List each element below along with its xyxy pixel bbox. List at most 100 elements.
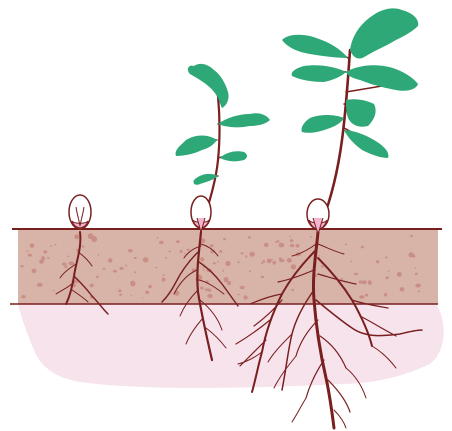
soil-speck: [310, 236, 312, 238]
leaf-icon: [282, 35, 348, 58]
soil-speck: [291, 264, 297, 269]
soil-speck: [28, 254, 32, 257]
soil-speck: [386, 276, 389, 279]
soil-speck: [318, 255, 320, 256]
stage-3-leaves: [282, 8, 418, 158]
soil-speck: [32, 269, 37, 273]
soil-speck: [207, 294, 212, 298]
soil-speck: [186, 249, 189, 251]
soil-speck: [222, 270, 224, 272]
soil-speck: [21, 295, 25, 298]
leaf-icon: [344, 130, 388, 158]
soil-speck: [90, 284, 94, 288]
soil-speck: [415, 273, 418, 275]
soil-speck: [54, 244, 56, 246]
soil-speck: [279, 259, 284, 262]
soil-speck: [213, 262, 216, 264]
soil-speck: [200, 257, 204, 261]
soil-speck: [125, 265, 127, 267]
soil-speck: [26, 250, 28, 252]
soil-speck: [118, 290, 122, 293]
soil-speck: [410, 235, 413, 237]
subsoil-region: [18, 304, 444, 388]
soil-speck: [163, 274, 165, 276]
soil-speck: [203, 269, 205, 271]
soil-speck: [157, 237, 159, 239]
soil-speck: [143, 257, 149, 262]
soil-speck: [296, 244, 300, 247]
leaf-icon: [176, 136, 217, 157]
leaf-icon: [346, 65, 418, 91]
soil-speck: [67, 255, 69, 257]
soil-speck: [162, 278, 166, 282]
soil-speck: [287, 258, 292, 263]
leaf-icon: [346, 99, 376, 127]
soil-speck: [43, 250, 47, 253]
soil-speck: [272, 261, 276, 265]
soil-speck: [275, 242, 277, 243]
leaf-icon: [350, 8, 418, 58]
soil-speck: [200, 287, 204, 290]
soil-speck: [354, 273, 358, 275]
soil-speck: [261, 276, 265, 278]
soil-speck: [225, 261, 230, 266]
soil-speck: [261, 262, 263, 264]
soil-speck: [96, 276, 99, 279]
soil-speck: [350, 261, 352, 262]
soil-speck: [237, 261, 239, 263]
soil-speck: [290, 236, 292, 237]
soil-speck: [385, 256, 388, 258]
soil-speck: [20, 265, 24, 267]
soil-speck: [180, 250, 183, 253]
soil-speck: [415, 267, 417, 268]
soil-speck: [30, 243, 35, 247]
soil-speck: [131, 295, 133, 296]
soil-speck: [53, 290, 55, 291]
soil-speck: [291, 289, 294, 292]
soil-speck: [37, 283, 43, 287]
soil-speck: [365, 294, 368, 297]
soil-speck: [264, 243, 269, 247]
soil-speck: [119, 267, 123, 270]
soil-speck: [168, 251, 171, 253]
soil-speck: [248, 236, 251, 238]
soil-speck: [279, 243, 285, 248]
soil-speck: [142, 297, 144, 298]
soil-speck: [103, 268, 106, 270]
soil-speck: [245, 255, 247, 257]
soil-speck: [128, 249, 133, 252]
stage-2-leaves: [176, 64, 270, 185]
soil-speck: [41, 256, 44, 259]
soil-speck: [108, 258, 113, 262]
soil-speck: [415, 284, 421, 288]
soil-speck: [249, 270, 251, 272]
soil-speck: [219, 250, 222, 253]
soil-speck: [240, 286, 245, 290]
stage-1-acorn-icon: [69, 195, 91, 229]
soil-speck: [418, 291, 421, 293]
soil-speck: [359, 295, 364, 298]
leaf-icon: [292, 65, 346, 82]
soil-speck: [290, 239, 294, 242]
soil-speck: [119, 294, 122, 297]
soil-speck: [47, 257, 50, 259]
leaf-icon: [218, 113, 270, 127]
soil-speck: [400, 287, 405, 291]
soil-speck: [223, 238, 226, 240]
soil-speck: [155, 267, 157, 269]
soil-speck: [241, 252, 244, 254]
soil-speck: [368, 280, 372, 284]
soil-speck: [148, 285, 152, 288]
soil-speck: [113, 270, 117, 273]
soil-speck: [388, 271, 390, 272]
soil-speck: [88, 233, 93, 239]
soil-speck: [376, 260, 379, 263]
stage-2-acorn-icon: [191, 196, 211, 232]
soil-speck: [98, 254, 100, 256]
soil-speck: [74, 234, 79, 239]
soil-speck: [82, 245, 85, 247]
soil-speck: [210, 244, 214, 247]
soil-speck: [345, 244, 347, 245]
